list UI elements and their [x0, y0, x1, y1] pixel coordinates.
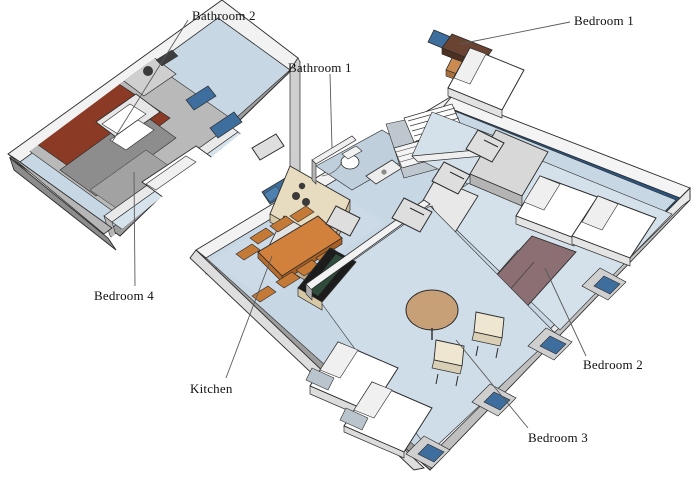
label-bathroom-1: Bathroom 1: [288, 60, 352, 75]
room-bathroom-1: [311, 129, 419, 191]
label-bedroom-2: Bedroom 2: [583, 357, 643, 372]
label-kitchen: Kitchen: [190, 381, 233, 396]
leader-bedroom-1: [459, 21, 571, 45]
label-bedroom-1: Bedroom 1: [574, 13, 634, 28]
leader-kitchen: [225, 255, 273, 379]
label-leader-lines: [111, 19, 587, 429]
label-bedroom-3: Bedroom 3: [528, 430, 588, 445]
label-bathroom-2: Bathroom 2: [192, 8, 256, 23]
interior-openings: [251, 129, 505, 237]
leader-bathroom-2: [111, 19, 189, 143]
leader-bedroom-4: [133, 171, 136, 287]
exterior-windows: [405, 267, 627, 469]
dining-set: [235, 205, 343, 303]
label-bedroom-4: Bedroom 4: [94, 288, 154, 303]
leader-bedroom-3: [455, 339, 529, 429]
leader-bedroom-2: [544, 267, 587, 357]
leader-bathroom-1: [329, 73, 333, 149]
